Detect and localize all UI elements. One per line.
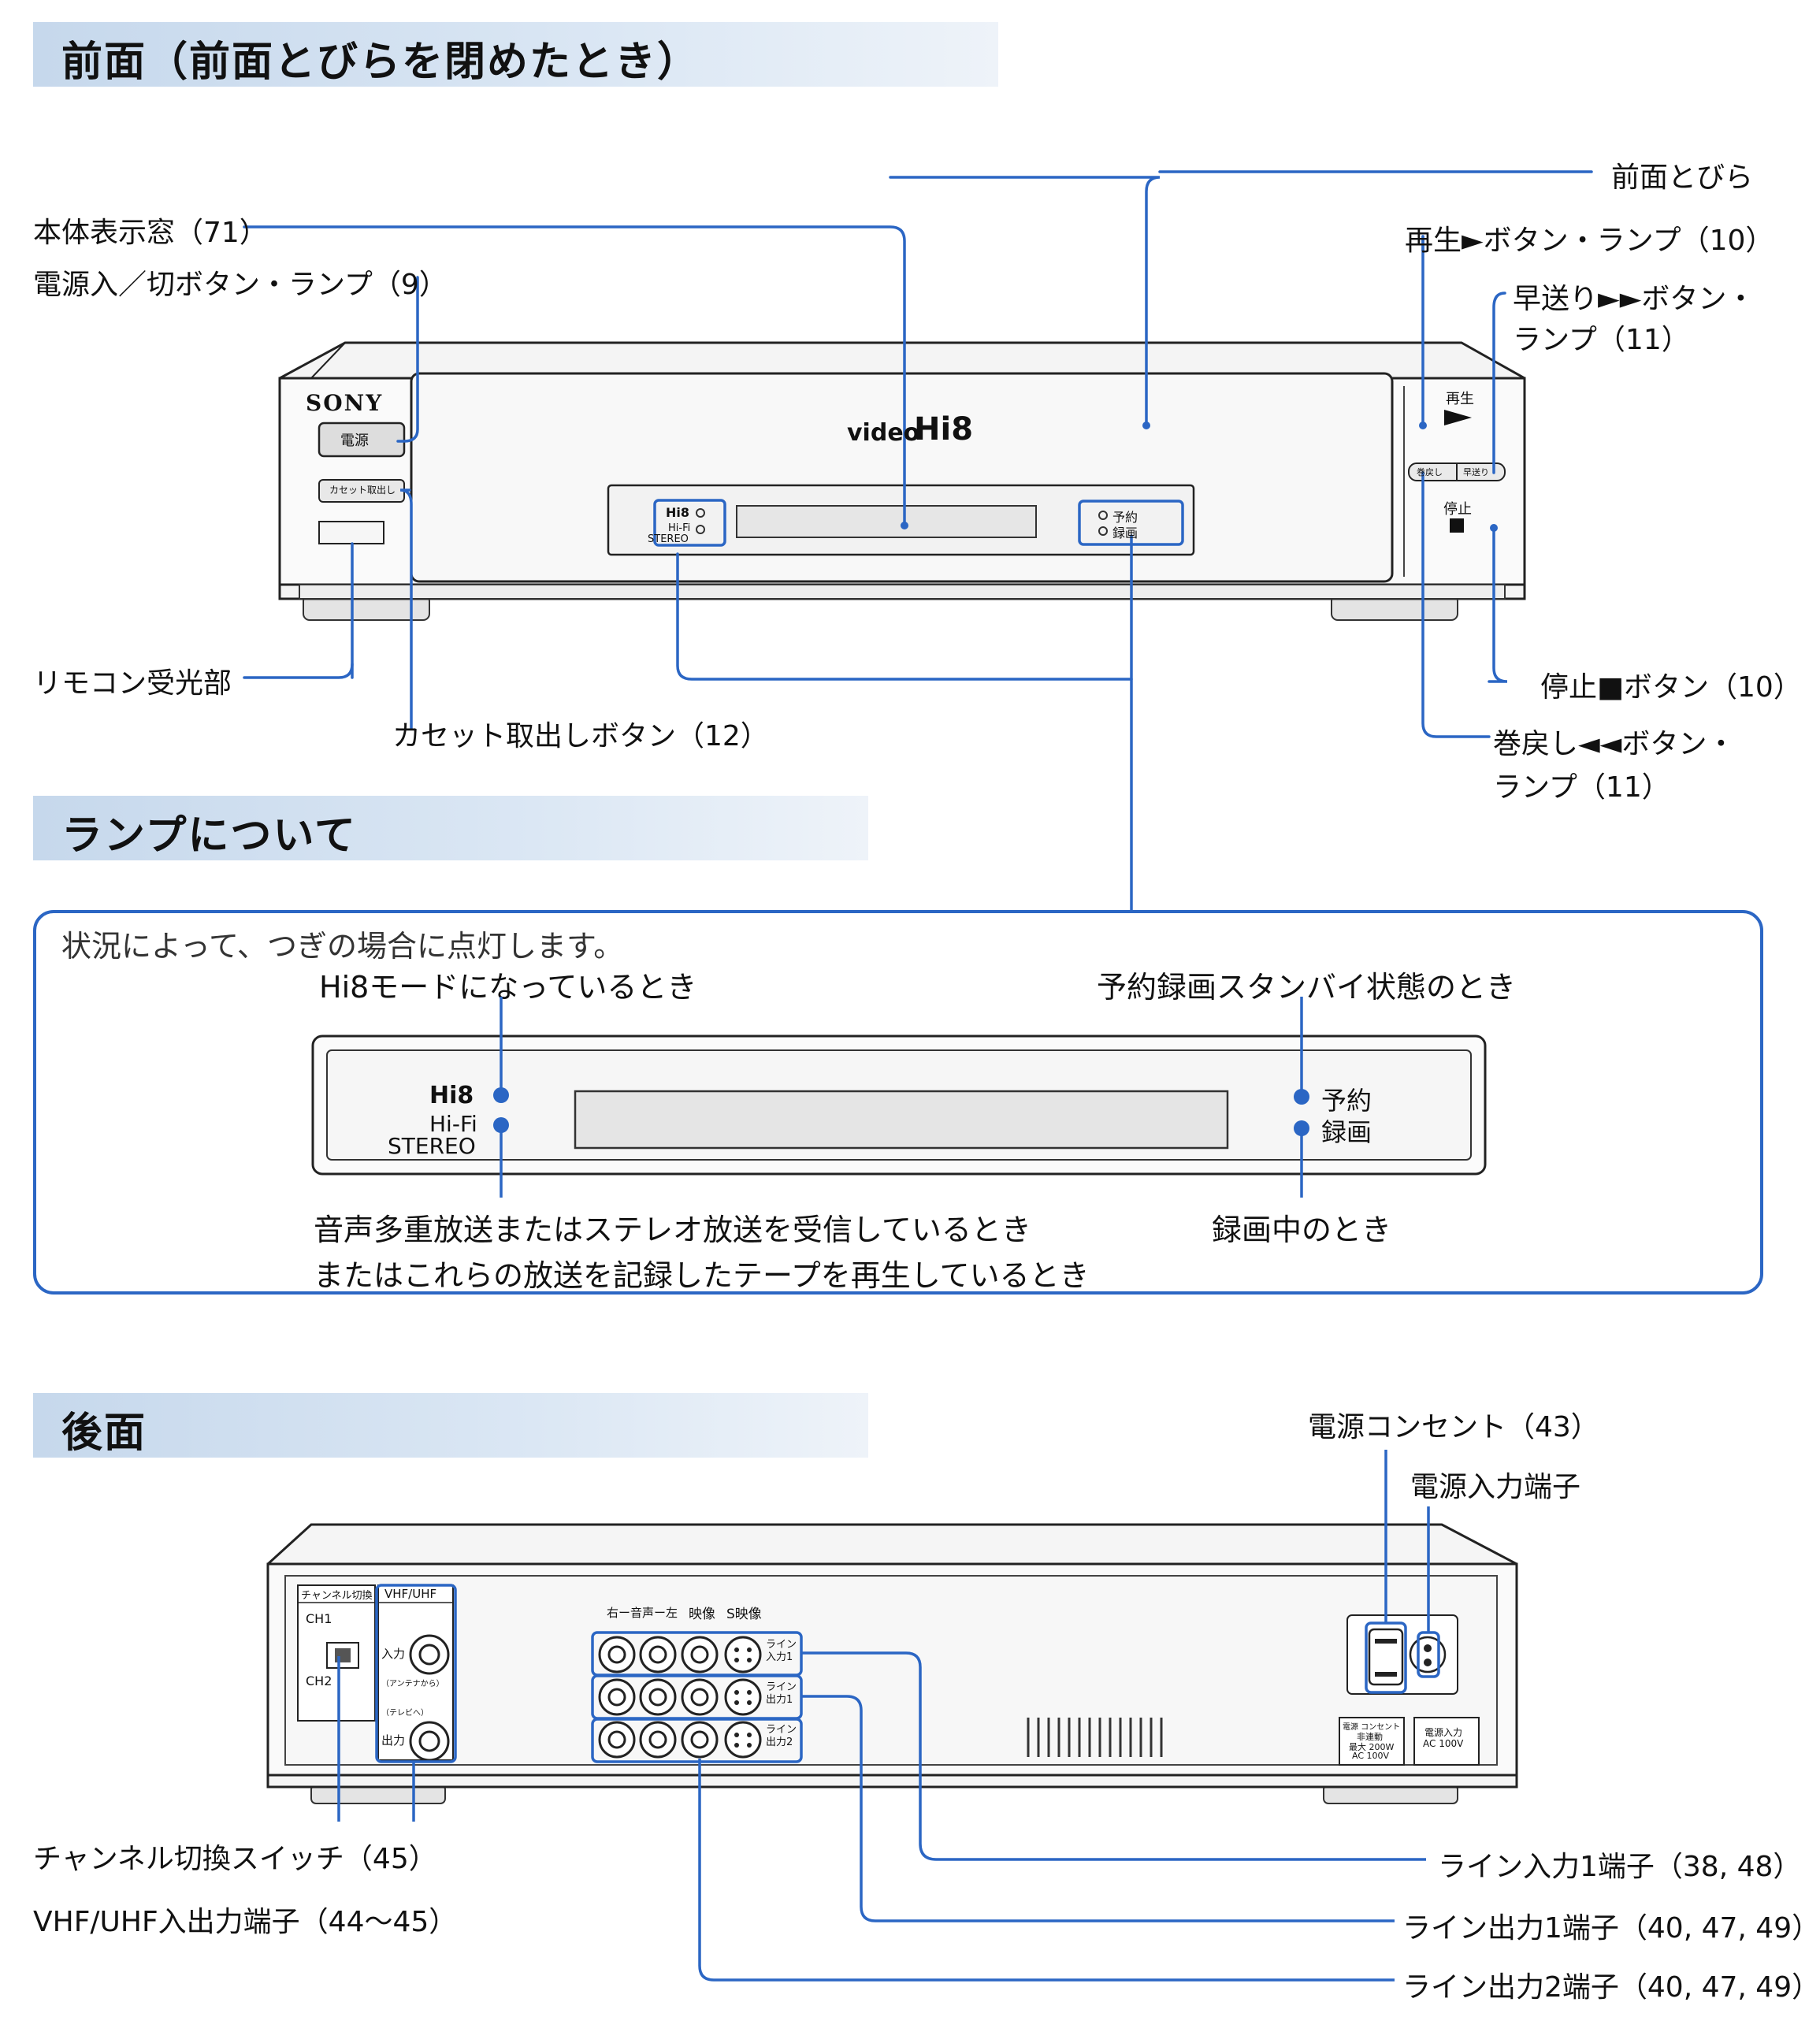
- panel-hi8-badge: Hi8: [429, 1082, 474, 1109]
- front-stereo-label: STEREO: [648, 533, 689, 545]
- power-button-label: 電源入／切ボタン・ランプ（9）: [33, 269, 448, 301]
- panel-stereo: STEREO: [388, 1133, 476, 1159]
- lamp-standby: 予約録画スタンバイ状態のとき: [1097, 970, 1517, 1005]
- rear-power-in-1: 電源入力: [1424, 1727, 1463, 1738]
- panel-yoyaku: 予約: [1321, 1086, 1372, 1116]
- vhf-uhf-label: VHF/UHF入出力端子（44〜45）: [33, 1906, 458, 1938]
- rear-line-out2: ライン出力2: [766, 1724, 797, 1748]
- ff-label[interactable]: 早送り: [1463, 467, 1489, 477]
- front-rokuga-label: 録画: [1112, 526, 1138, 540]
- rear-ch-switch-title: チャンネル切換: [301, 1590, 373, 1602]
- front-heading-band: [33, 22, 998, 87]
- front-hi8-badge: Hi8: [666, 505, 690, 520]
- lamp-intro: 状況によって、つぎの場合に点灯します。: [61, 929, 624, 964]
- front-section-title: 前面（前面とびらを閉めたとき）: [61, 39, 700, 86]
- rear-svideo-header: S映像: [726, 1607, 762, 1622]
- eject-button[interactable]: カセット取出し: [329, 485, 396, 496]
- rear-ch2: CH2: [306, 1673, 332, 1688]
- channel-switch[interactable]: [327, 1643, 358, 1668]
- remote-sensor-label: リモコン受光部: [33, 667, 232, 700]
- ff-button-label-1: 早送り►►ボタン・: [1513, 283, 1755, 315]
- lamp-stereo-line2: またはこれらの放送を記録したテープを再生しているとき: [314, 1258, 1090, 1293]
- lamp-stereo-line1: 音声多重放送またはステレオ放送を受信しているとき: [314, 1213, 1031, 1247]
- front-device-diagram: [243, 170, 1593, 912]
- rear-line-out1: ライン出力1: [766, 1681, 797, 1706]
- display-window-label: 本体表示窓（71）: [33, 217, 268, 249]
- rear-output-label: 出力: [381, 1733, 406, 1748]
- rear-outlet-spec-1: 電源 コンセント: [1343, 1723, 1401, 1732]
- outlet-label: 電源コンセント（43）: [1308, 1411, 1599, 1443]
- rew-button-label-1: 巻戻し◄◄ボタン・: [1493, 728, 1736, 760]
- rear-vhf-uhf-title: VHF/UHF: [384, 1587, 437, 1601]
- rear-outlet-spec-3: 最大 200W: [1349, 1742, 1395, 1752]
- lamp-section-title: ランプについて: [61, 812, 357, 860]
- stop-label: 停止: [1443, 501, 1472, 518]
- panel-hifi: Hi-Fi: [429, 1111, 477, 1137]
- front-yoyaku-label: 予約: [1112, 510, 1138, 525]
- lamp-hi8-mode: Hi8モードになっているとき: [319, 970, 697, 1005]
- rear-to-tv: （テレビへ）: [381, 1709, 429, 1718]
- rear-from-antenna: （アンテナから）: [381, 1680, 444, 1688]
- rew-label[interactable]: 巻戻し: [1417, 467, 1443, 477]
- lamp-info-box: [33, 910, 1763, 1295]
- rear-outlet-spec-2: 非連動: [1357, 1732, 1383, 1742]
- panel-rokuga: 録画: [1321, 1117, 1372, 1147]
- video-logo-prefix: video: [847, 419, 920, 447]
- rear-video-header: 映像: [689, 1607, 715, 1622]
- eject-button-label: カセット取出しボタン（12）: [392, 720, 769, 752]
- rear-input-label: 入力: [381, 1647, 406, 1661]
- ff-button-label-2: ランプ（11）: [1513, 324, 1690, 356]
- video-logo-main: Hi8: [914, 411, 974, 448]
- lamp-recording: 録画中のとき: [1212, 1213, 1392, 1247]
- power-input-label: 電源入力端子: [1410, 1471, 1581, 1503]
- front-door-label: 前面とびら: [1611, 162, 1754, 194]
- rear-power-in-2: AC 100V: [1423, 1738, 1464, 1749]
- channel-switch-label: チャンネル切換スイッチ（45）: [33, 1843, 437, 1875]
- rew-button-label-2: ランプ（11）: [1493, 771, 1670, 804]
- stop-button-label: 停止■ボタン（10）: [1540, 671, 1802, 704]
- power-button[interactable]: 電源: [340, 433, 369, 449]
- line-in1-label: ライン入力1端子（38, 48）: [1438, 1851, 1802, 1883]
- rear-ch1: CH1: [306, 1611, 332, 1626]
- rear-audio-header: 右ー音声ー左: [607, 1606, 678, 1620]
- line-out1-label: ライン出力1端子（40, 47, 49）: [1402, 1912, 1820, 1945]
- brand-logo: SONY: [306, 390, 384, 416]
- rear-line-in1: ライン入力1: [766, 1639, 797, 1663]
- play-button-label: 再生►ボタン・ランプ（10）: [1405, 225, 1774, 257]
- play-label: 再生: [1446, 391, 1474, 407]
- lamp-panel-diagram: [311, 997, 1487, 1198]
- line-out2-label: ライン出力2端子（40, 47, 49）: [1402, 1971, 1820, 2004]
- rear-section-title: 後面: [61, 1410, 147, 1457]
- rear-outlet-spec-4: AC 100V: [1352, 1751, 1390, 1761]
- front-hifi-label: Hi-Fi: [668, 522, 691, 534]
- rear-heading-band: [33, 1393, 868, 1458]
- lamp-heading-band: [33, 796, 868, 860]
